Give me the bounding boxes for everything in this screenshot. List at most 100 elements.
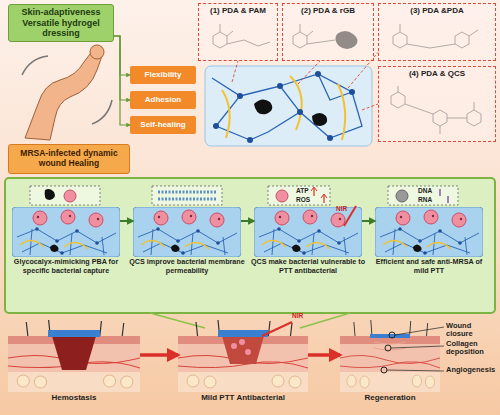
caption-text: Mild PTT Antibacterial bbox=[173, 393, 313, 402]
flow-arrow bbox=[114, 36, 130, 125]
flow-arrow bbox=[241, 220, 254, 222]
hydrogel-network bbox=[237, 93, 243, 99]
skin-illustration bbox=[52, 336, 96, 370]
healing-stage: Mild PTT Antibacterial bbox=[178, 318, 308, 392]
interaction-box: (1) PDA & PAM bbox=[198, 3, 278, 61]
hydrogel-network bbox=[297, 109, 303, 115]
annotation-label: ATP bbox=[296, 187, 309, 194]
mechanism-panel bbox=[5, 178, 495, 313]
property-tag: Flexibility bbox=[130, 66, 196, 84]
caption-text: Hemostasis bbox=[3, 393, 145, 402]
skin-illustration bbox=[340, 320, 440, 392]
annotation-label: NIR bbox=[336, 205, 347, 212]
skin-illustration bbox=[387, 327, 444, 371]
arm-icon bbox=[25, 51, 102, 140]
caption-text: Regeneration bbox=[335, 393, 445, 402]
hydrogel-network bbox=[315, 71, 321, 77]
hydrogel-network bbox=[213, 123, 219, 129]
skin-illustration bbox=[222, 336, 264, 364]
mechanism-panel bbox=[440, 189, 448, 203]
skin-illustration bbox=[262, 322, 292, 336]
caption-text: QCS make bacterial vulnerable to PTT ant… bbox=[249, 258, 367, 275]
mechanism-step: Glycocalyx-mimicking PBA for specific ba… bbox=[12, 185, 120, 257]
annotation-label: Angiogenesis bbox=[446, 366, 498, 374]
mechanism-panel bbox=[5, 178, 495, 313]
skin-illustration bbox=[178, 320, 308, 392]
healing-stage: Hemostasis bbox=[8, 318, 140, 392]
mechanism-panel bbox=[45, 189, 55, 200]
annotation-label: ROS bbox=[296, 196, 310, 203]
node-text: (2) PDA & rGB bbox=[301, 6, 355, 15]
caption-text: QCS improve bacterial membrane permeabil… bbox=[128, 258, 246, 275]
hydrogel-network bbox=[327, 135, 333, 141]
arm-icon bbox=[90, 45, 104, 59]
healing-stage: Regeneration bbox=[340, 318, 440, 392]
mechanism-step: QCS make bacterial vulnerable to PTT ant… bbox=[254, 185, 362, 257]
skin-illustration bbox=[374, 342, 406, 350]
annotation-label: DNA bbox=[418, 187, 432, 194]
flow-arrow bbox=[114, 36, 130, 75]
skin-illustration bbox=[231, 343, 237, 349]
caption-text: Efficient and safe anti-MRSA of mild PTT bbox=[370, 258, 488, 275]
interaction-box: (3) PDA &PDA bbox=[378, 3, 496, 61]
skin-illustration bbox=[389, 332, 395, 338]
annotation-label: NIR bbox=[292, 312, 303, 319]
mechanism-panel bbox=[30, 186, 100, 205]
flow-arrow bbox=[362, 220, 375, 222]
mechanism-panel bbox=[276, 190, 288, 202]
hydrogel-network bbox=[222, 76, 345, 140]
annotation-label: Wound closure bbox=[446, 322, 498, 339]
arm-icon bbox=[22, 56, 112, 124]
mechanism-step: QCS improve bacterial membrane permeabil… bbox=[133, 185, 241, 257]
mechanism-panel bbox=[375, 207, 483, 257]
mechanism-panel bbox=[12, 207, 120, 257]
hydrogel-box: Skin-adaptiveness Versatile hydrogel dre… bbox=[8, 4, 114, 42]
flow-arrow bbox=[114, 36, 130, 100]
mechanism-panel bbox=[152, 186, 222, 205]
node-text: MRSA-infected dynamic wound Healing bbox=[11, 149, 127, 169]
interaction-box: (2) PDA & rGB bbox=[282, 3, 374, 61]
node-text: (1) PDA & PAM bbox=[210, 6, 266, 15]
node-text: Adhesion bbox=[145, 95, 181, 104]
node-text: Self-healing bbox=[140, 120, 185, 129]
mechanism-panel bbox=[158, 192, 216, 199]
property-tag: Self-healing bbox=[130, 116, 196, 134]
hydrogel-network bbox=[247, 137, 253, 143]
mechanism-panel bbox=[254, 207, 362, 257]
skin-illustration bbox=[8, 320, 140, 392]
flow-arrow bbox=[140, 353, 178, 357]
node-text: (3) PDA &PDA bbox=[410, 6, 463, 15]
mechanism-panel bbox=[268, 186, 330, 205]
skin-illustration bbox=[239, 339, 245, 345]
hydrogel-network bbox=[205, 66, 372, 146]
hydrogel-network bbox=[254, 99, 327, 126]
skin-illustration bbox=[218, 330, 268, 337]
annotation-label: RNA bbox=[418, 196, 432, 203]
skin-illustration bbox=[8, 320, 444, 392]
node-text: Flexibility bbox=[145, 70, 182, 79]
arm-icon bbox=[22, 45, 112, 140]
node-text: Skin-adaptiveness Versatile hydrogel dre… bbox=[11, 7, 111, 38]
flow-arrow bbox=[120, 220, 133, 222]
skin-illustration bbox=[385, 345, 391, 351]
connector-lines bbox=[150, 313, 350, 328]
property-tag: Adhesion bbox=[130, 91, 196, 109]
mechanism-panel bbox=[133, 207, 241, 257]
interaction-box: (4) PDA & QCS bbox=[378, 66, 496, 142]
hydrogel-network bbox=[212, 74, 362, 140]
mechanism-panel bbox=[311, 187, 327, 198]
hydrogel-network bbox=[349, 89, 355, 95]
hydrogel-network bbox=[205, 50, 380, 146]
application-box: MRSA-infected dynamic wound Healing bbox=[8, 144, 130, 174]
caption-text: Glycocalyx-mimicking PBA for specific ba… bbox=[7, 258, 125, 275]
hydrogel-network bbox=[277, 83, 283, 89]
skin-illustration bbox=[245, 349, 251, 355]
flow-arrow bbox=[308, 353, 340, 357]
mechanism-panel bbox=[388, 186, 458, 205]
